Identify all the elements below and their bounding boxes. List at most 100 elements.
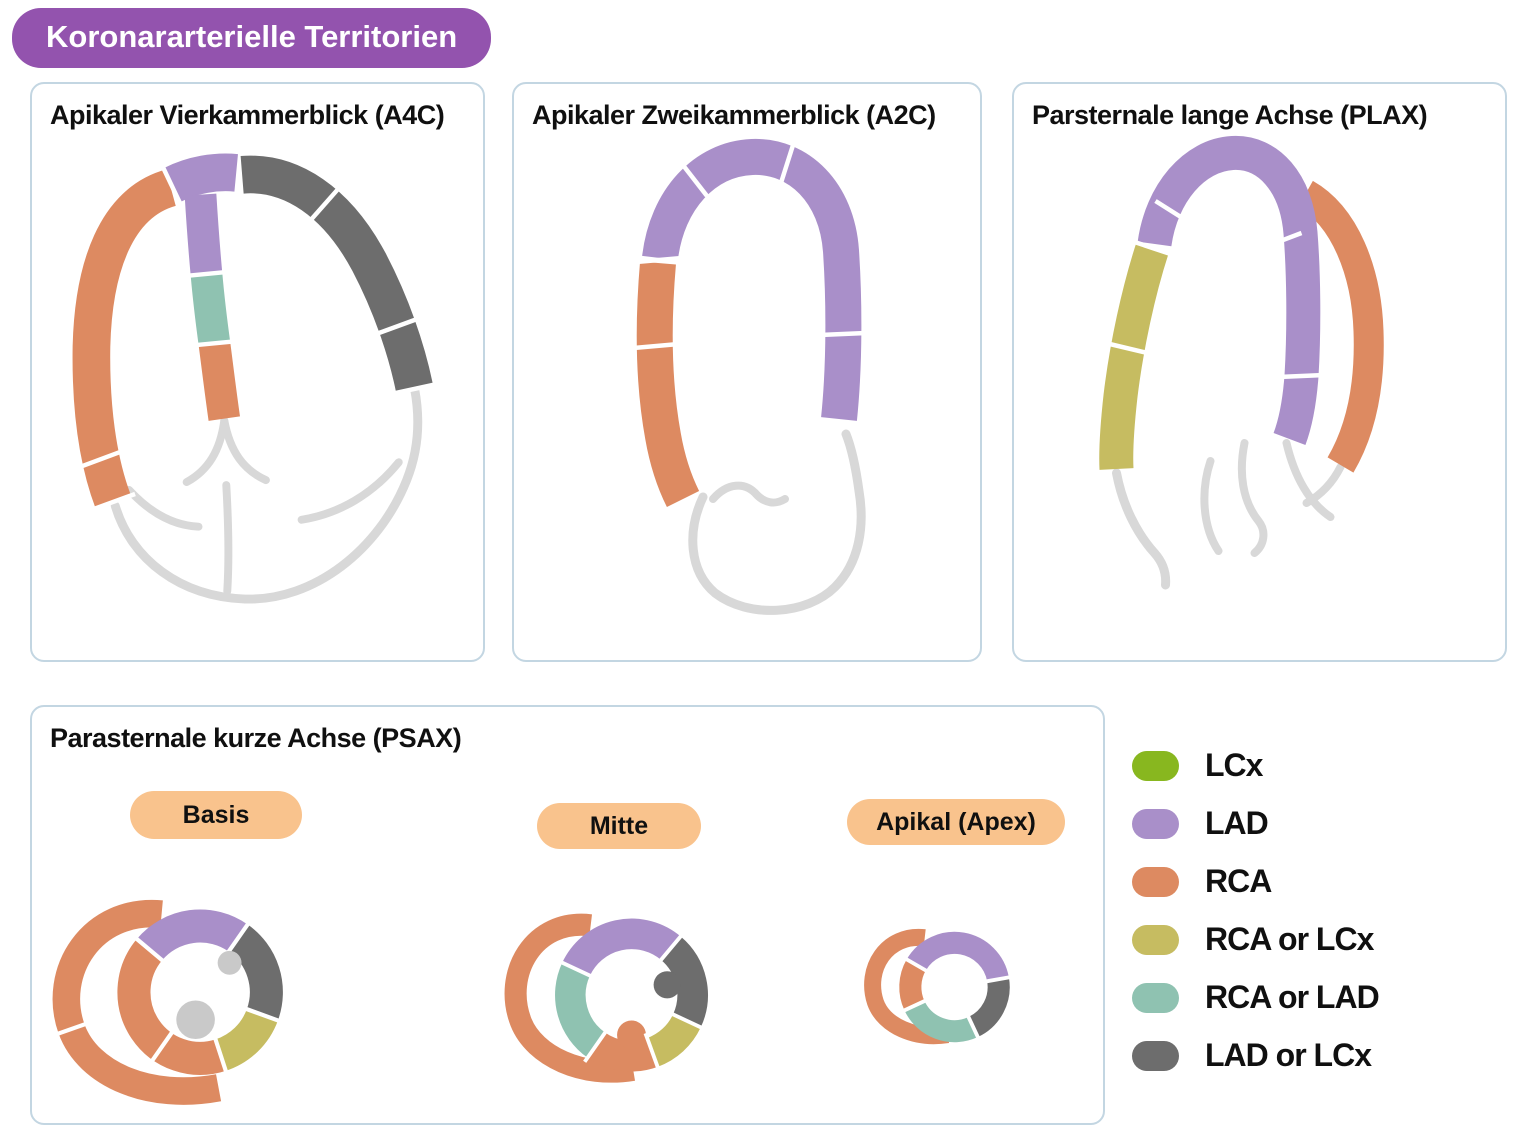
psax-mitte-rv-crescent-rca: [504, 913, 636, 1083]
psax-apikal-inferior-rca-or-lad: [904, 1000, 978, 1043]
plax-divider: [1154, 199, 1195, 227]
legend: LCx LAD RCA RCA or LCx RCA or LAD LAD or…: [1132, 742, 1380, 1090]
a2c-divider: [635, 255, 683, 265]
psax-basis-inferolateral-rca-or-lcx: [214, 1008, 278, 1071]
a2c-inferior-wall-rca: [636, 261, 700, 508]
psax-level-mitte-text: Mitte: [589, 811, 649, 840]
plax-rv-wall-rca: [1297, 180, 1384, 473]
psax-basis-divider: [240, 1005, 284, 1025]
a4c-tricuspid-line: [125, 486, 203, 531]
a2c-heart-outline: [688, 429, 866, 615]
legend-label-rca-or-lcx: RCA or LCx: [1205, 921, 1374, 957]
psax-basis-inferior-septal-rca: [117, 939, 226, 1075]
legend-label-lad: LAD: [1205, 805, 1269, 841]
plax-mitral-leaflet-b: [1282, 439, 1335, 521]
panel-psax-title: Parasternale kurze Achse (PSAX): [50, 723, 462, 753]
psax-mitte-inferior-rca: [587, 1032, 658, 1072]
psax-level-apikal-text: Apikal (Apex): [876, 807, 1036, 836]
plax-diagram: [1099, 135, 1384, 590]
a4c-atria-outline: [110, 384, 423, 604]
panel-a4c-title: Apikaler Vierkammerblick (A4C): [50, 100, 445, 130]
psax-basis-divider: [147, 1027, 177, 1066]
a2c-divider: [777, 141, 797, 187]
legend-row-rca-or-lcx: RCA or LCx: [1132, 916, 1379, 963]
psax-mitte-dividers: [556, 931, 707, 1073]
psax-mitte-divider: [656, 931, 686, 965]
psax-apikal-divider: [899, 997, 929, 1014]
psax-apikal-divider: [965, 1013, 982, 1042]
a4c-lateral-wall-lad-or-lcx: [240, 155, 434, 393]
legend-row-lad-or-lcx: LAD or LCx: [1132, 1032, 1379, 1079]
psax-level-label-mitte: Mitte: [537, 803, 701, 849]
plax-chordae-line: [1200, 457, 1223, 555]
a2c-divider: [677, 158, 709, 198]
psax-basis-lateral-lad-or-lcx: [228, 924, 283, 1021]
a2c-anterior-wall-lad: [642, 138, 862, 421]
a4c-divider: [185, 269, 228, 279]
psax-basis-anterior-lad: [136, 909, 248, 961]
legend-swatch-lad-or-lcx: [1132, 1040, 1179, 1071]
panel-a2c: Apikaler Zweikammerblick (A2C): [512, 82, 982, 662]
legend-row-rca-or-lad: RCA or LAD: [1132, 974, 1380, 1021]
a2c-mitral-notch: [709, 481, 789, 507]
a4c-valve-right-leaflet: [220, 416, 270, 485]
psax-mitte-lumen: [586, 949, 677, 1041]
plax-mitral-leaflet-a: [1237, 439, 1268, 557]
a4c-interatrial-septum: [222, 481, 233, 596]
a4c-septum-apical-lad: [184, 193, 223, 276]
a2c-divider: [819, 330, 867, 338]
plax-anteroseptal-wall-lad: [1137, 135, 1321, 445]
a4c-divider: [374, 316, 420, 337]
plax-divider: [1278, 372, 1325, 380]
a4c-valve-left-leaflet: [182, 416, 229, 487]
psax-basis-diagram: [52, 899, 284, 1105]
psax-basis-valve-structure-large: [176, 1000, 215, 1040]
legend-row-lcx: LCx: [1132, 742, 1379, 789]
page-title-badge: Koronararterielle Territorien: [12, 8, 492, 68]
a4c-mitral-line: [297, 458, 403, 524]
psax-apikal-septal-rca: [899, 959, 927, 1011]
a4c-septum-basal-rca: [198, 341, 240, 421]
a4c-divider: [391, 381, 438, 397]
a4c-territories: [72, 153, 434, 509]
psax-level-basis-text: Basis: [182, 800, 250, 829]
plax-aortic-outline: [1302, 463, 1345, 507]
psax-mitte-lateral-lad-or-lcx: [660, 936, 708, 1028]
legend-label-rca: RCA: [1205, 863, 1272, 899]
a4c-divider: [75, 450, 121, 471]
psax-level-label-basis: Basis: [130, 791, 302, 839]
psax-mitte-septal-rca-or-lad: [555, 962, 606, 1058]
psax-mitte-inferolateral-rca-or-lcx: [646, 1013, 701, 1067]
psax-mitte-papillary-inferior: [617, 1020, 646, 1050]
plax-inferolateral-wall-rca-or-lcx: [1099, 242, 1169, 470]
a4c-septum-mid-rca-or-lad: [190, 272, 231, 346]
a4c-diagram: [72, 153, 438, 604]
psax-apikal-divider: [983, 974, 1014, 984]
psax-basis-dividers: [131, 918, 284, 1077]
psax-mitte-divider: [643, 1032, 662, 1073]
psax-mitte-papillary-lateral: [653, 971, 681, 999]
psax-basis-divider: [55, 1021, 88, 1037]
psax-apikal-diagram: [864, 929, 1014, 1045]
psax-apikal-rv-crescent-rca: [864, 929, 950, 1045]
psax-apikal-dividers: [899, 955, 1014, 1042]
psax-basis-divider: [131, 933, 168, 966]
psax-mitte-divider: [583, 1027, 610, 1063]
panel-a4c: Apikaler Vierkammerblick (A4C): [30, 82, 485, 662]
a4c-divider: [159, 163, 184, 208]
a4c-rv-free-wall-rca: [72, 169, 177, 509]
plax-heart-outline: [1112, 439, 1345, 590]
psax-basis-valve-structure-small: [217, 950, 242, 975]
a2c-segment-dividers: [632, 141, 867, 351]
legend-row-rca: RCA: [1132, 858, 1379, 905]
panel-psax: Parasternale kurze Achse (PSAX) Basis Mi…: [30, 705, 1105, 1125]
a2c-atrium-outline: [688, 429, 866, 615]
plax-territories: [1099, 135, 1384, 473]
legend-label-rca-or-lad: RCA or LAD: [1205, 979, 1380, 1015]
psax-level-label-apikal: Apikal (Apex): [847, 799, 1065, 845]
plax-divider: [1104, 340, 1149, 356]
psax-basis-divider: [211, 1033, 230, 1077]
panel-plax: Parsternale lange Achse (PLAX): [1012, 82, 1507, 662]
plax-divider: [1258, 230, 1303, 252]
